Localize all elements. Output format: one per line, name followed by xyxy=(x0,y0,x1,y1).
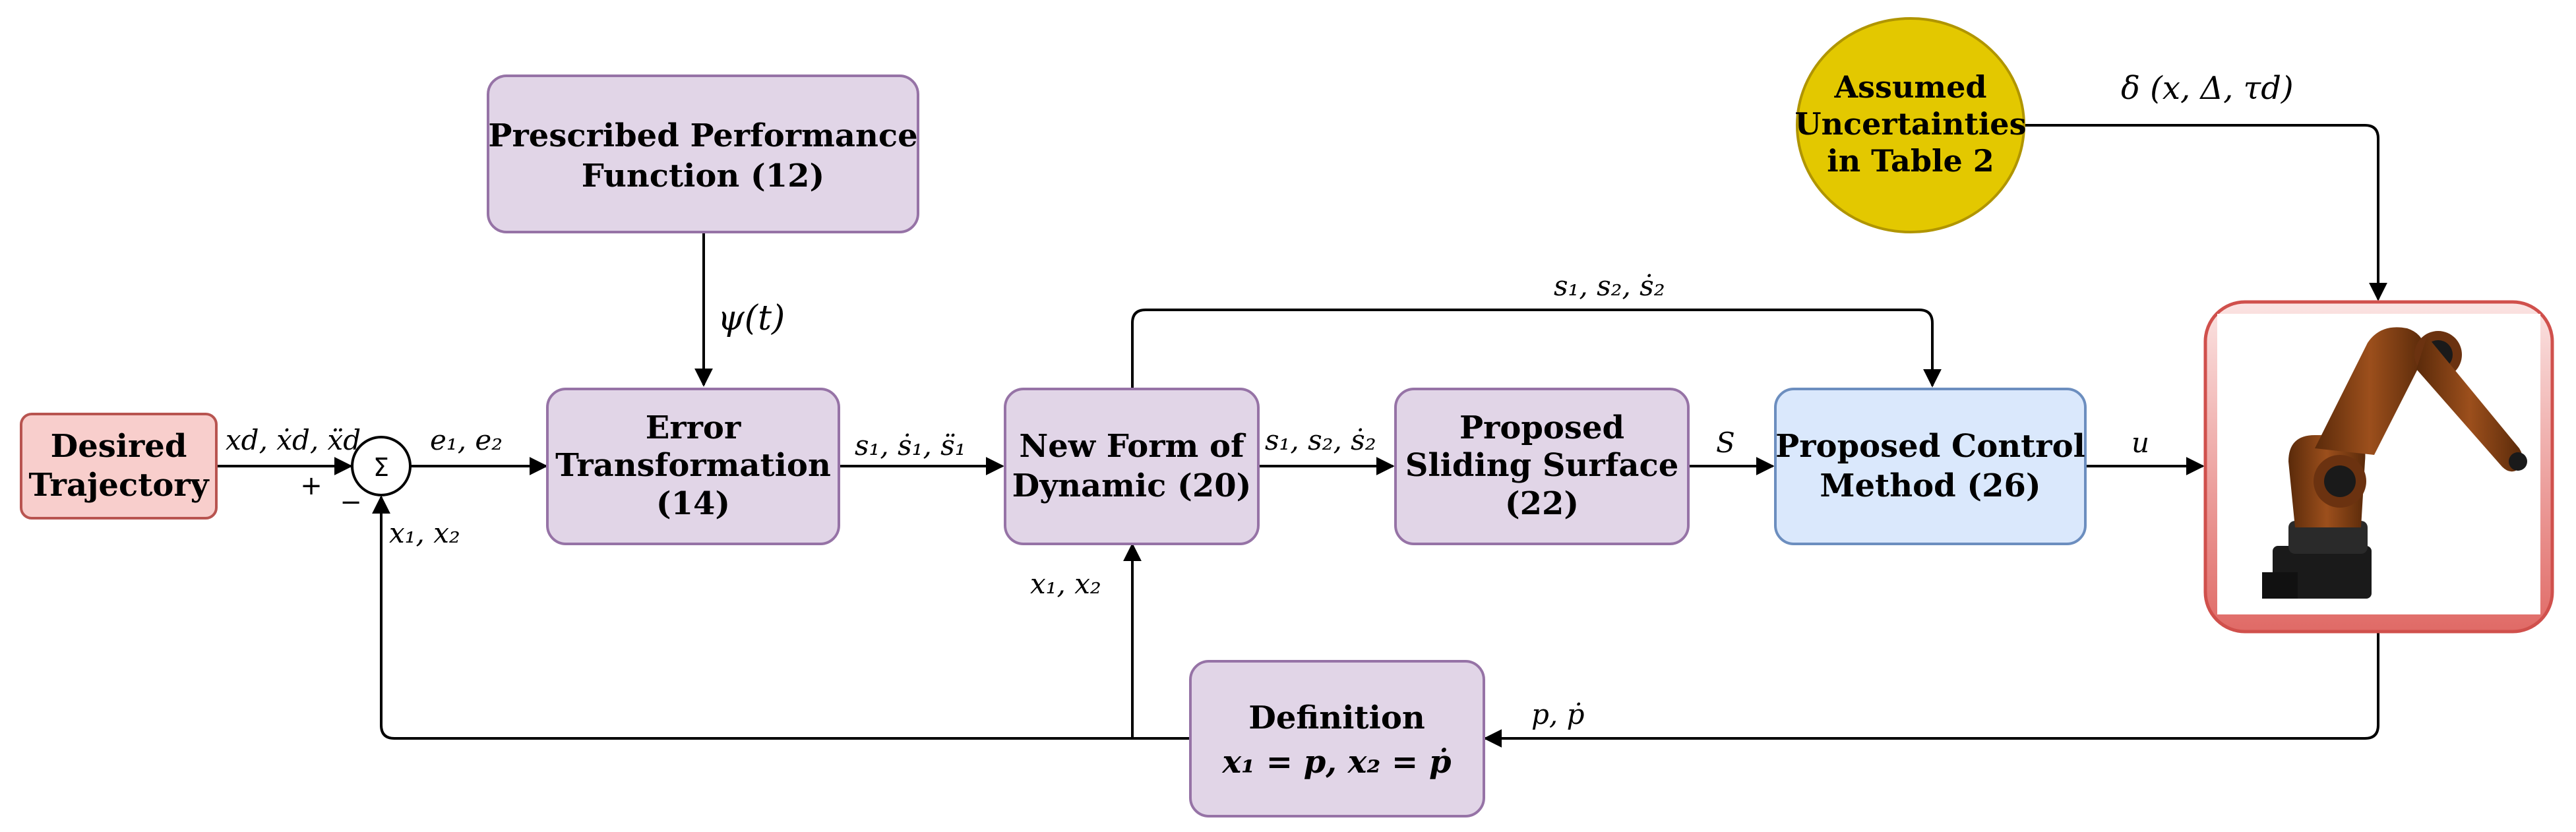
ref-signal-label: xd, ẋd, ẍd xyxy=(226,424,361,456)
error-line-3: (14) xyxy=(656,485,730,522)
newform-line-2: Dynamic (20) xyxy=(1012,467,1252,504)
error-transformation-block[interactable]: Error Transformation (14) xyxy=(546,388,840,545)
newform-box xyxy=(1004,388,1260,545)
sum-feedback-label: x₁, x₂ xyxy=(389,517,460,549)
desired-trajectory-box xyxy=(20,413,218,520)
uncert-line-2: Uncertainties xyxy=(1795,106,2027,142)
error-box xyxy=(546,388,840,545)
sum-feedback-arrow xyxy=(372,495,1190,740)
sliding-line-1: Proposed xyxy=(1459,409,1624,446)
delta-label: δ (x, Δ, τd) xyxy=(2121,70,2294,107)
S-label: S xyxy=(1716,427,1735,459)
newform-line-1: New Form of xyxy=(1019,428,1246,465)
sum-minus-sign: − xyxy=(340,487,362,518)
sum-circle xyxy=(351,436,412,496)
definition-title: Definition xyxy=(1248,699,1425,736)
sliding-line-2: Sliding Surface xyxy=(1405,447,1678,484)
summing-junction[interactable]: Σ + − xyxy=(300,436,412,518)
ppf-box xyxy=(487,74,919,233)
error-line-2: Transformation xyxy=(555,447,831,484)
uncert-line-1: Assumed xyxy=(1833,69,1986,105)
sliding-surface-block[interactable]: Proposed Sliding Surface (22) xyxy=(1394,388,1690,545)
robot-plant-block[interactable] xyxy=(2203,300,2554,634)
definition-block[interactable]: Definition x₁ = p, x₂ = ṗ xyxy=(1189,660,1485,817)
sum-symbol: Σ xyxy=(373,453,389,482)
pdot-label: p, ṗ xyxy=(1531,698,1584,730)
control-box xyxy=(1774,388,2087,545)
delta-arrow xyxy=(2022,124,2387,301)
newform-feedback-label: x₁, x₂ xyxy=(1030,568,1101,600)
error-line-1: Error xyxy=(646,409,741,446)
u-label: u xyxy=(2131,427,2149,459)
s-error-label: s₁, ṡ₁, s̈₁ xyxy=(855,429,966,461)
sliding-box xyxy=(1394,388,1690,545)
control-line-1: Proposed Control xyxy=(1775,428,2085,465)
definition-equation: x₁ = p, x₂ = ṗ xyxy=(1221,744,1451,781)
s-new-label: s₁, s₂, ṡ₂ xyxy=(1265,424,1376,456)
signal-labels: xd, ẋd, ẍd e₁, e₂ x₁, x₂ ψ(t) s₁, ṡ₁, s̈… xyxy=(226,70,2294,730)
uncertainties-ellipse xyxy=(1796,17,2025,233)
psi-label: ψ(t) xyxy=(718,299,785,338)
definition-box xyxy=(1189,660,1485,817)
robot-arm-icon xyxy=(2262,327,2527,599)
uncert-line-3: in Table 2 xyxy=(1827,143,1994,179)
s-top-label: s₁, s₂, ṡ₂ xyxy=(1554,270,1665,302)
bypass-arrow xyxy=(1131,309,1942,388)
plant-feedback-arrow xyxy=(1483,633,2379,748)
control-line-2: Method (26) xyxy=(1820,467,2040,504)
control-method-block[interactable]: Proposed Control Method (26) xyxy=(1774,388,2087,545)
desired-line-2: Trajectory xyxy=(28,467,210,504)
desired-trajectory-block[interactable]: Desired Trajectory xyxy=(20,413,218,520)
ppf-line-2: Function (12) xyxy=(582,158,825,194)
ppf-line-1: Prescribed Performance xyxy=(488,117,917,154)
sum-plus-sign: + xyxy=(300,471,322,501)
error-signal-label: e₁, e₂ xyxy=(430,424,503,456)
sliding-line-3: (22) xyxy=(1505,485,1579,522)
desired-line-1: Desired xyxy=(51,428,187,465)
uncertainties-block[interactable]: Assumed Uncertainties in Table 2 xyxy=(1795,17,2027,233)
new-form-dynamic-block[interactable]: New Form of Dynamic (20) xyxy=(1004,388,1260,545)
ppf-block[interactable]: Prescribed Performance Function (12) xyxy=(487,74,919,233)
connections xyxy=(216,124,2387,748)
